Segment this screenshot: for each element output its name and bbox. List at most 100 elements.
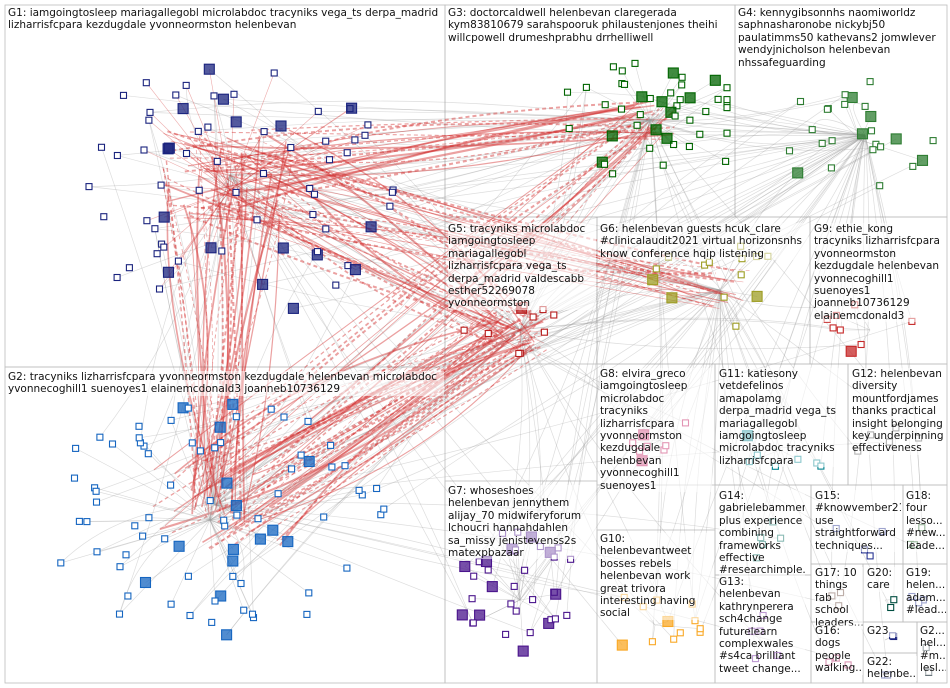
graph-node[interactable] bbox=[702, 107, 710, 116]
graph-node[interactable] bbox=[818, 139, 826, 147]
graph-node[interactable] bbox=[221, 477, 233, 489]
graph-node[interactable] bbox=[260, 128, 268, 136]
graph-node[interactable] bbox=[167, 481, 175, 489]
graph-node[interactable] bbox=[214, 421, 226, 433]
graph-node[interactable] bbox=[151, 225, 159, 233]
graph-node[interactable] bbox=[297, 451, 305, 459]
graph-node[interactable] bbox=[161, 535, 169, 543]
graph-node[interactable] bbox=[521, 566, 529, 574]
graph-node[interactable] bbox=[195, 186, 203, 194]
graph-node[interactable] bbox=[270, 69, 278, 77]
graph-node[interactable] bbox=[203, 63, 215, 75]
graph-node[interactable] bbox=[274, 490, 282, 498]
graph-node[interactable] bbox=[217, 439, 225, 447]
graph-node[interactable] bbox=[188, 439, 196, 447]
graph-node[interactable] bbox=[240, 606, 248, 614]
graph-node[interactable] bbox=[184, 404, 192, 412]
graph-node[interactable] bbox=[215, 590, 227, 602]
graph-node[interactable] bbox=[722, 157, 730, 165]
graph-node[interactable] bbox=[845, 345, 857, 357]
graph-node[interactable] bbox=[113, 273, 121, 282]
graph-node[interactable] bbox=[723, 104, 731, 112]
graph-node[interactable] bbox=[665, 106, 677, 118]
graph-node[interactable] bbox=[232, 413, 240, 421]
graph-node[interactable] bbox=[723, 96, 731, 104]
graph-node[interactable] bbox=[792, 167, 804, 179]
graph-node[interactable] bbox=[143, 217, 151, 225]
graph-node[interactable] bbox=[322, 137, 330, 145]
graph-node[interactable] bbox=[320, 513, 328, 521]
graph-node[interactable] bbox=[636, 91, 648, 103]
graph-node[interactable] bbox=[373, 484, 381, 493]
graph-node[interactable] bbox=[887, 603, 895, 612]
graph-node[interactable] bbox=[609, 63, 617, 71]
graph-node[interactable] bbox=[349, 264, 361, 276]
graph-node[interactable] bbox=[131, 522, 139, 530]
graph-node[interactable] bbox=[57, 559, 65, 567]
graph-node[interactable] bbox=[866, 552, 874, 560]
graph-node[interactable] bbox=[601, 101, 609, 109]
graph-node[interactable] bbox=[828, 137, 836, 145]
graph-node[interactable] bbox=[314, 107, 322, 115]
graph-node[interactable] bbox=[620, 80, 629, 88]
graph-node[interactable] bbox=[685, 142, 693, 151]
graph-node[interactable] bbox=[162, 266, 175, 278]
graph-node[interactable] bbox=[648, 638, 656, 646]
graph-node[interactable] bbox=[288, 465, 296, 473]
graph-node[interactable] bbox=[869, 146, 877, 154]
graph-node[interactable] bbox=[233, 511, 241, 519]
graph-node[interactable] bbox=[661, 132, 673, 144]
graph-node[interactable] bbox=[135, 422, 143, 430]
graph-node[interactable] bbox=[460, 326, 468, 334]
graph-node[interactable] bbox=[309, 210, 317, 219]
graph-node[interactable] bbox=[230, 90, 238, 98]
graph-node[interactable] bbox=[550, 588, 562, 600]
graph-node[interactable] bbox=[829, 324, 837, 332]
graph-node[interactable] bbox=[823, 105, 831, 113]
graph-node[interactable] bbox=[459, 560, 471, 573]
graph-node[interactable] bbox=[227, 555, 239, 567]
graph-node[interactable] bbox=[355, 486, 363, 494]
graph-node[interactable] bbox=[167, 600, 175, 608]
graph-node[interactable] bbox=[468, 595, 476, 603]
graph-node[interactable] bbox=[306, 184, 314, 193]
graph-node[interactable] bbox=[205, 242, 217, 254]
graph-node[interactable] bbox=[652, 265, 660, 273]
graph-node[interactable] bbox=[194, 127, 202, 135]
graph-node[interactable] bbox=[173, 540, 185, 552]
graph-node[interactable] bbox=[327, 441, 335, 449]
graph-node[interactable] bbox=[211, 444, 219, 452]
graph-node[interactable] bbox=[218, 247, 226, 255]
graph-node[interactable] bbox=[257, 278, 269, 290]
graph-node[interactable] bbox=[890, 596, 898, 604]
graph-node[interactable] bbox=[97, 143, 106, 151]
graph-node[interactable] bbox=[346, 102, 358, 114]
graph-node[interactable] bbox=[388, 188, 396, 196]
graph-node[interactable] bbox=[174, 257, 182, 265]
graph-node[interactable] bbox=[210, 92, 218, 100]
graph-node[interactable] bbox=[512, 607, 520, 615]
graph-node[interactable] bbox=[267, 405, 275, 413]
graph-node[interactable] bbox=[125, 264, 133, 272]
graph-node[interactable] bbox=[676, 96, 684, 104]
graph-node[interactable] bbox=[909, 162, 917, 170]
graph-node[interactable] bbox=[206, 497, 214, 505]
graph-node[interactable] bbox=[160, 243, 168, 251]
graph-node[interactable] bbox=[563, 88, 572, 96]
graph-node[interactable] bbox=[92, 498, 101, 506]
graph-node[interactable] bbox=[714, 95, 722, 103]
graph-node[interactable] bbox=[916, 154, 929, 166]
graph-node[interactable] bbox=[857, 340, 865, 349]
graph-node[interactable] bbox=[75, 517, 83, 525]
graph-node[interactable] bbox=[606, 130, 618, 142]
graph-node[interactable] bbox=[529, 596, 537, 604]
graph-node[interactable] bbox=[656, 96, 668, 108]
graph-node[interactable] bbox=[486, 581, 498, 593]
graph-node[interactable] bbox=[303, 455, 315, 468]
graph-node[interactable] bbox=[723, 129, 731, 137]
graph-node[interactable] bbox=[332, 281, 340, 289]
graph-node[interactable] bbox=[510, 582, 518, 590]
graph-node[interactable] bbox=[732, 322, 740, 330]
graph-node[interactable] bbox=[666, 292, 678, 304]
graph-node[interactable] bbox=[866, 78, 874, 86]
